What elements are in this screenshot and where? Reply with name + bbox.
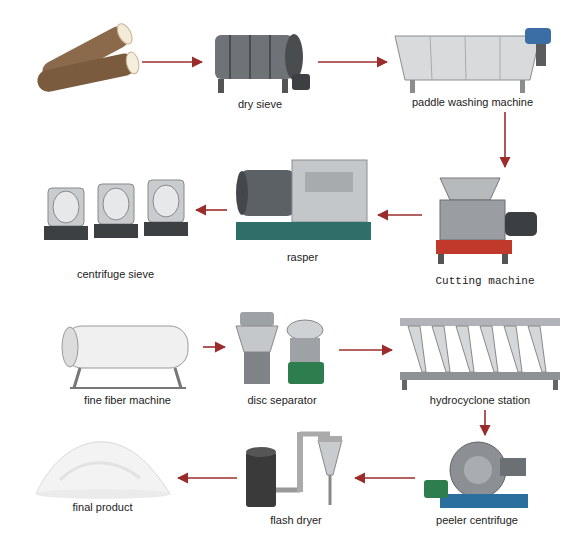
flow-arrow	[339, 349, 392, 351]
process-step: hydrocyclone station	[395, 305, 565, 407]
flow-arrow	[178, 477, 237, 479]
picture-space	[38, 175, 193, 267]
step-label: centrifuge sieve	[38, 267, 193, 281]
process-step: final product	[30, 428, 175, 514]
process-step: flash dryer	[240, 425, 352, 527]
process-step: fine fiber machine	[55, 318, 200, 407]
starch-powder-picture	[36, 442, 170, 499]
process-step: Cutting machine	[425, 170, 545, 288]
disc-separator-picture	[236, 312, 324, 384]
step-label: paddle washing machine	[390, 95, 555, 109]
picture-space	[230, 150, 375, 250]
paddle-washer-picture	[395, 28, 551, 93]
step-label: Cutting machine	[425, 274, 545, 288]
flow-arrow	[196, 209, 227, 211]
centrifuge-sieve-picture	[44, 180, 188, 240]
process-step: paddle washing machine	[390, 22, 555, 109]
picture-space	[205, 25, 315, 97]
picture-space	[418, 438, 536, 513]
hydrocyclone-picture	[400, 318, 560, 390]
step-label: final product	[30, 500, 175, 514]
process-step: disc separator	[228, 305, 336, 407]
rasper-picture	[236, 160, 371, 240]
step-label: peeler centrifuge	[418, 513, 536, 527]
peeler-centrifuge-picture	[424, 442, 528, 508]
picture-space	[30, 428, 175, 500]
cassava-picture	[35, 21, 202, 94]
flow-arrow	[378, 214, 422, 216]
step-label: fine fiber machine	[55, 393, 200, 407]
dry-sieve-picture	[215, 34, 310, 93]
flow-arrow	[484, 410, 486, 435]
process-step: rasper	[230, 150, 375, 264]
step-label: rasper	[230, 250, 375, 264]
fine-fiber-machine-picture	[62, 326, 188, 388]
picture-space	[390, 22, 555, 95]
step-label: dry sieve	[205, 97, 315, 111]
process-step: dry sieve	[205, 25, 315, 111]
picture-space	[228, 305, 336, 393]
picture-space	[395, 305, 565, 393]
step-label: disc separator	[228, 393, 336, 407]
picture-space	[55, 318, 200, 393]
picture-space	[240, 425, 352, 513]
step-label: flash dryer	[240, 513, 352, 527]
step-label: hydrocyclone station	[395, 393, 565, 407]
flow-arrow	[504, 112, 506, 167]
process-step: centrifuge sieve	[38, 175, 193, 281]
picture-space	[425, 170, 545, 274]
flow-arrow	[203, 346, 225, 348]
flow-arrow	[318, 61, 387, 63]
flow-arrow	[355, 477, 415, 479]
process-step: peeler centrifuge	[418, 438, 536, 527]
flash-dryer-picture	[246, 432, 342, 507]
cutting-machine-picture	[436, 178, 537, 264]
